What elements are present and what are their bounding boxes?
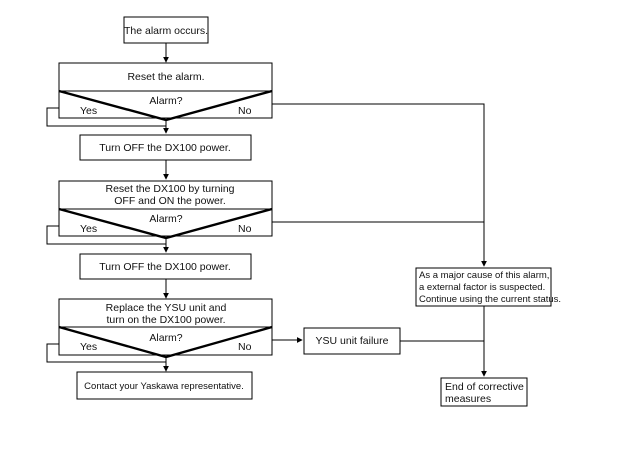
block5-yes-connector [46,343,166,363]
note-line3: Continue using the current status. [419,294,561,305]
step4-box: Turn OFF the DX100 power. [79,253,252,280]
start-box: The alarm occurs. [123,16,209,44]
block3-question: Alarm? [149,213,182,225]
step2-box: Turn OFF the DX100 power. [79,134,252,161]
block5-title-line2: turn on the DX100 power. [106,314,225,326]
block1-yes-connector [46,107,166,127]
step6-box: Contact your Yaskawa representative. [76,371,253,400]
end-line2: measures [445,393,491,405]
step2-label: Turn OFF the DX100 power. [99,142,231,154]
block5-replace-ysu: Replace the YSU unit and turn on the DX1… [58,298,273,359]
block1-question: Alarm? [149,95,182,107]
ysu-failure-box: YSU unit failure [303,327,401,355]
block1-no-label: No [238,105,252,117]
block1-reset-alarm: Reset the alarm. Alarm? Yes No [58,62,273,122]
block5-no-label: No [238,341,252,353]
block3-reset-dx100: Reset the DX100 by turning OFF and ON th… [58,180,273,240]
step4-label: Turn OFF the DX100 power. [99,261,231,273]
end-box: End of corrective measures [440,377,528,407]
start-label: The alarm occurs. [124,25,208,37]
block3-no-label: No [238,223,252,235]
block5-yes-label: Yes [80,341,97,353]
block1-yes-label: Yes [80,105,97,117]
block3-title-line2: OFF and ON the power. [114,195,225,207]
block1-no-connector [272,103,487,267]
block3-yes-label: Yes [80,223,97,235]
note-line2: a external factor is suspected. [419,282,545,293]
note-line1: As a major cause of this alarm, [419,270,549,281]
block3-yes-connector [46,225,166,245]
block5-title-line1: Replace the YSU unit and [106,302,227,314]
block3-title-line1: Reset the DX100 by turning [106,183,235,195]
step6-label: Contact your Yaskawa representative. [84,381,244,392]
note-box: As a major cause of this alarm, a extern… [415,267,561,307]
block1-title: Reset the alarm. [127,71,204,83]
ysu-failure-label: YSU unit failure [316,335,389,347]
end-line1: End of corrective [445,381,524,393]
block5-question: Alarm? [149,332,182,344]
